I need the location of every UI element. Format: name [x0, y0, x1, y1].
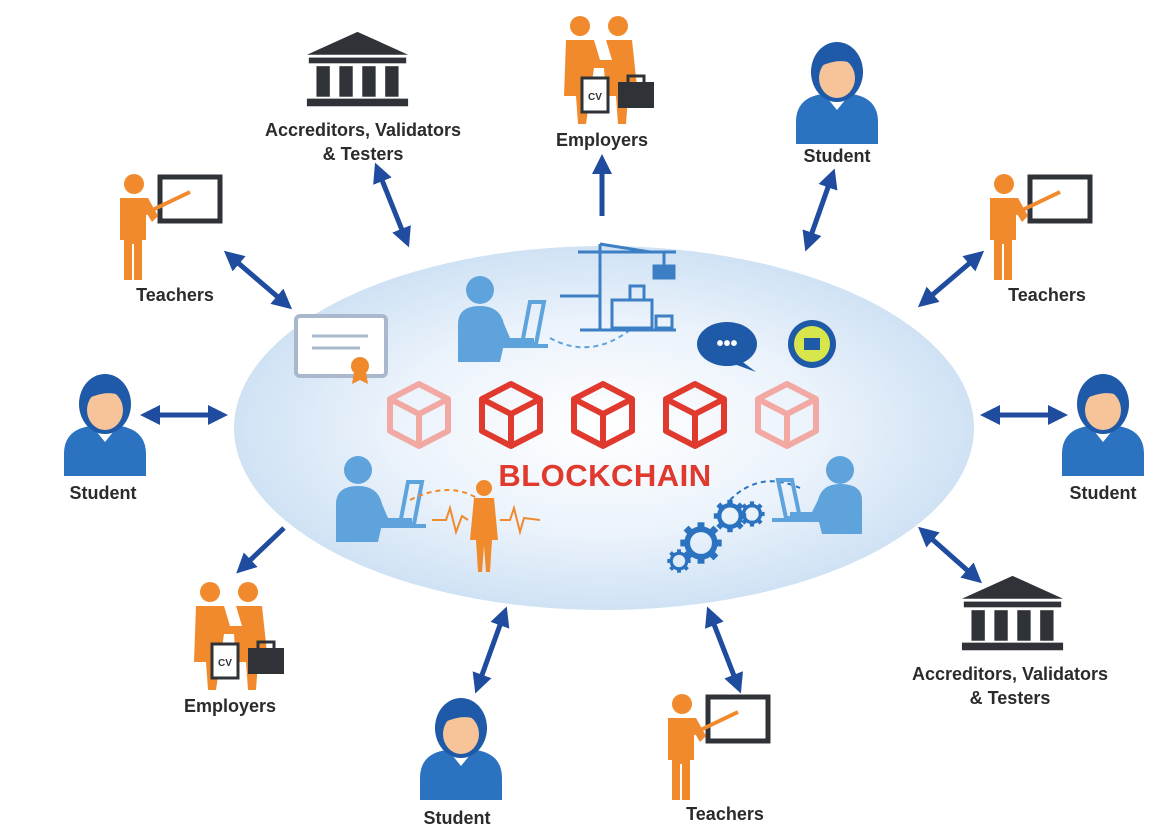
connection-dashes — [409, 489, 481, 501]
badge-icon — [788, 320, 836, 368]
connection-dashes — [549, 329, 631, 349]
arrow-icon — [802, 168, 838, 252]
label-teachers-bottom: Teachers — [686, 804, 764, 824]
handshake-icon — [192, 582, 286, 692]
dna-body-icon — [432, 480, 541, 572]
student-icon — [64, 374, 146, 476]
blockchain-title: BLOCKCHAIN — [498, 458, 712, 493]
arrow-icon — [918, 526, 982, 584]
teacher-icon — [990, 174, 1090, 280]
label-student-top-right: Student — [803, 146, 871, 166]
label-teachers-top-left: Teachers — [136, 285, 214, 305]
label-accreditors-top: Accreditors, Validators & Testers — [264, 120, 462, 164]
label-student-left: Student — [69, 483, 137, 503]
student-icon — [796, 42, 878, 144]
teacher-icon — [120, 174, 220, 280]
chat-icon: ••• — [697, 322, 757, 372]
arrow-icon — [223, 250, 293, 310]
handshake-icon — [562, 16, 656, 126]
bank-icon — [306, 31, 409, 107]
label-student-right: Student — [1069, 483, 1137, 503]
label-accreditors-bottom-right: Accreditors, Validators & Testers — [911, 664, 1109, 708]
connection-arrows — [140, 154, 1068, 694]
arrow-icon — [373, 162, 411, 248]
label-teachers-right: Teachers — [1008, 285, 1086, 305]
student-icon — [1062, 374, 1144, 476]
label-employers-top: Employers — [555, 130, 649, 150]
label-student-bottom: Student — [423, 808, 491, 828]
person-laptop-icon — [772, 456, 862, 534]
crane-icon — [560, 242, 676, 332]
arrow-icon — [236, 526, 286, 574]
arrow-icon — [705, 606, 743, 694]
chat-dots: ••• — [716, 333, 737, 355]
arrow-icon — [917, 250, 985, 308]
arrow-icon — [472, 606, 510, 694]
student-icon — [420, 698, 502, 800]
teacher-icon — [668, 694, 768, 800]
bank-icon — [961, 575, 1064, 651]
label-employers-bottom-left: Employers — [183, 696, 277, 716]
certificate-icon — [294, 314, 388, 384]
